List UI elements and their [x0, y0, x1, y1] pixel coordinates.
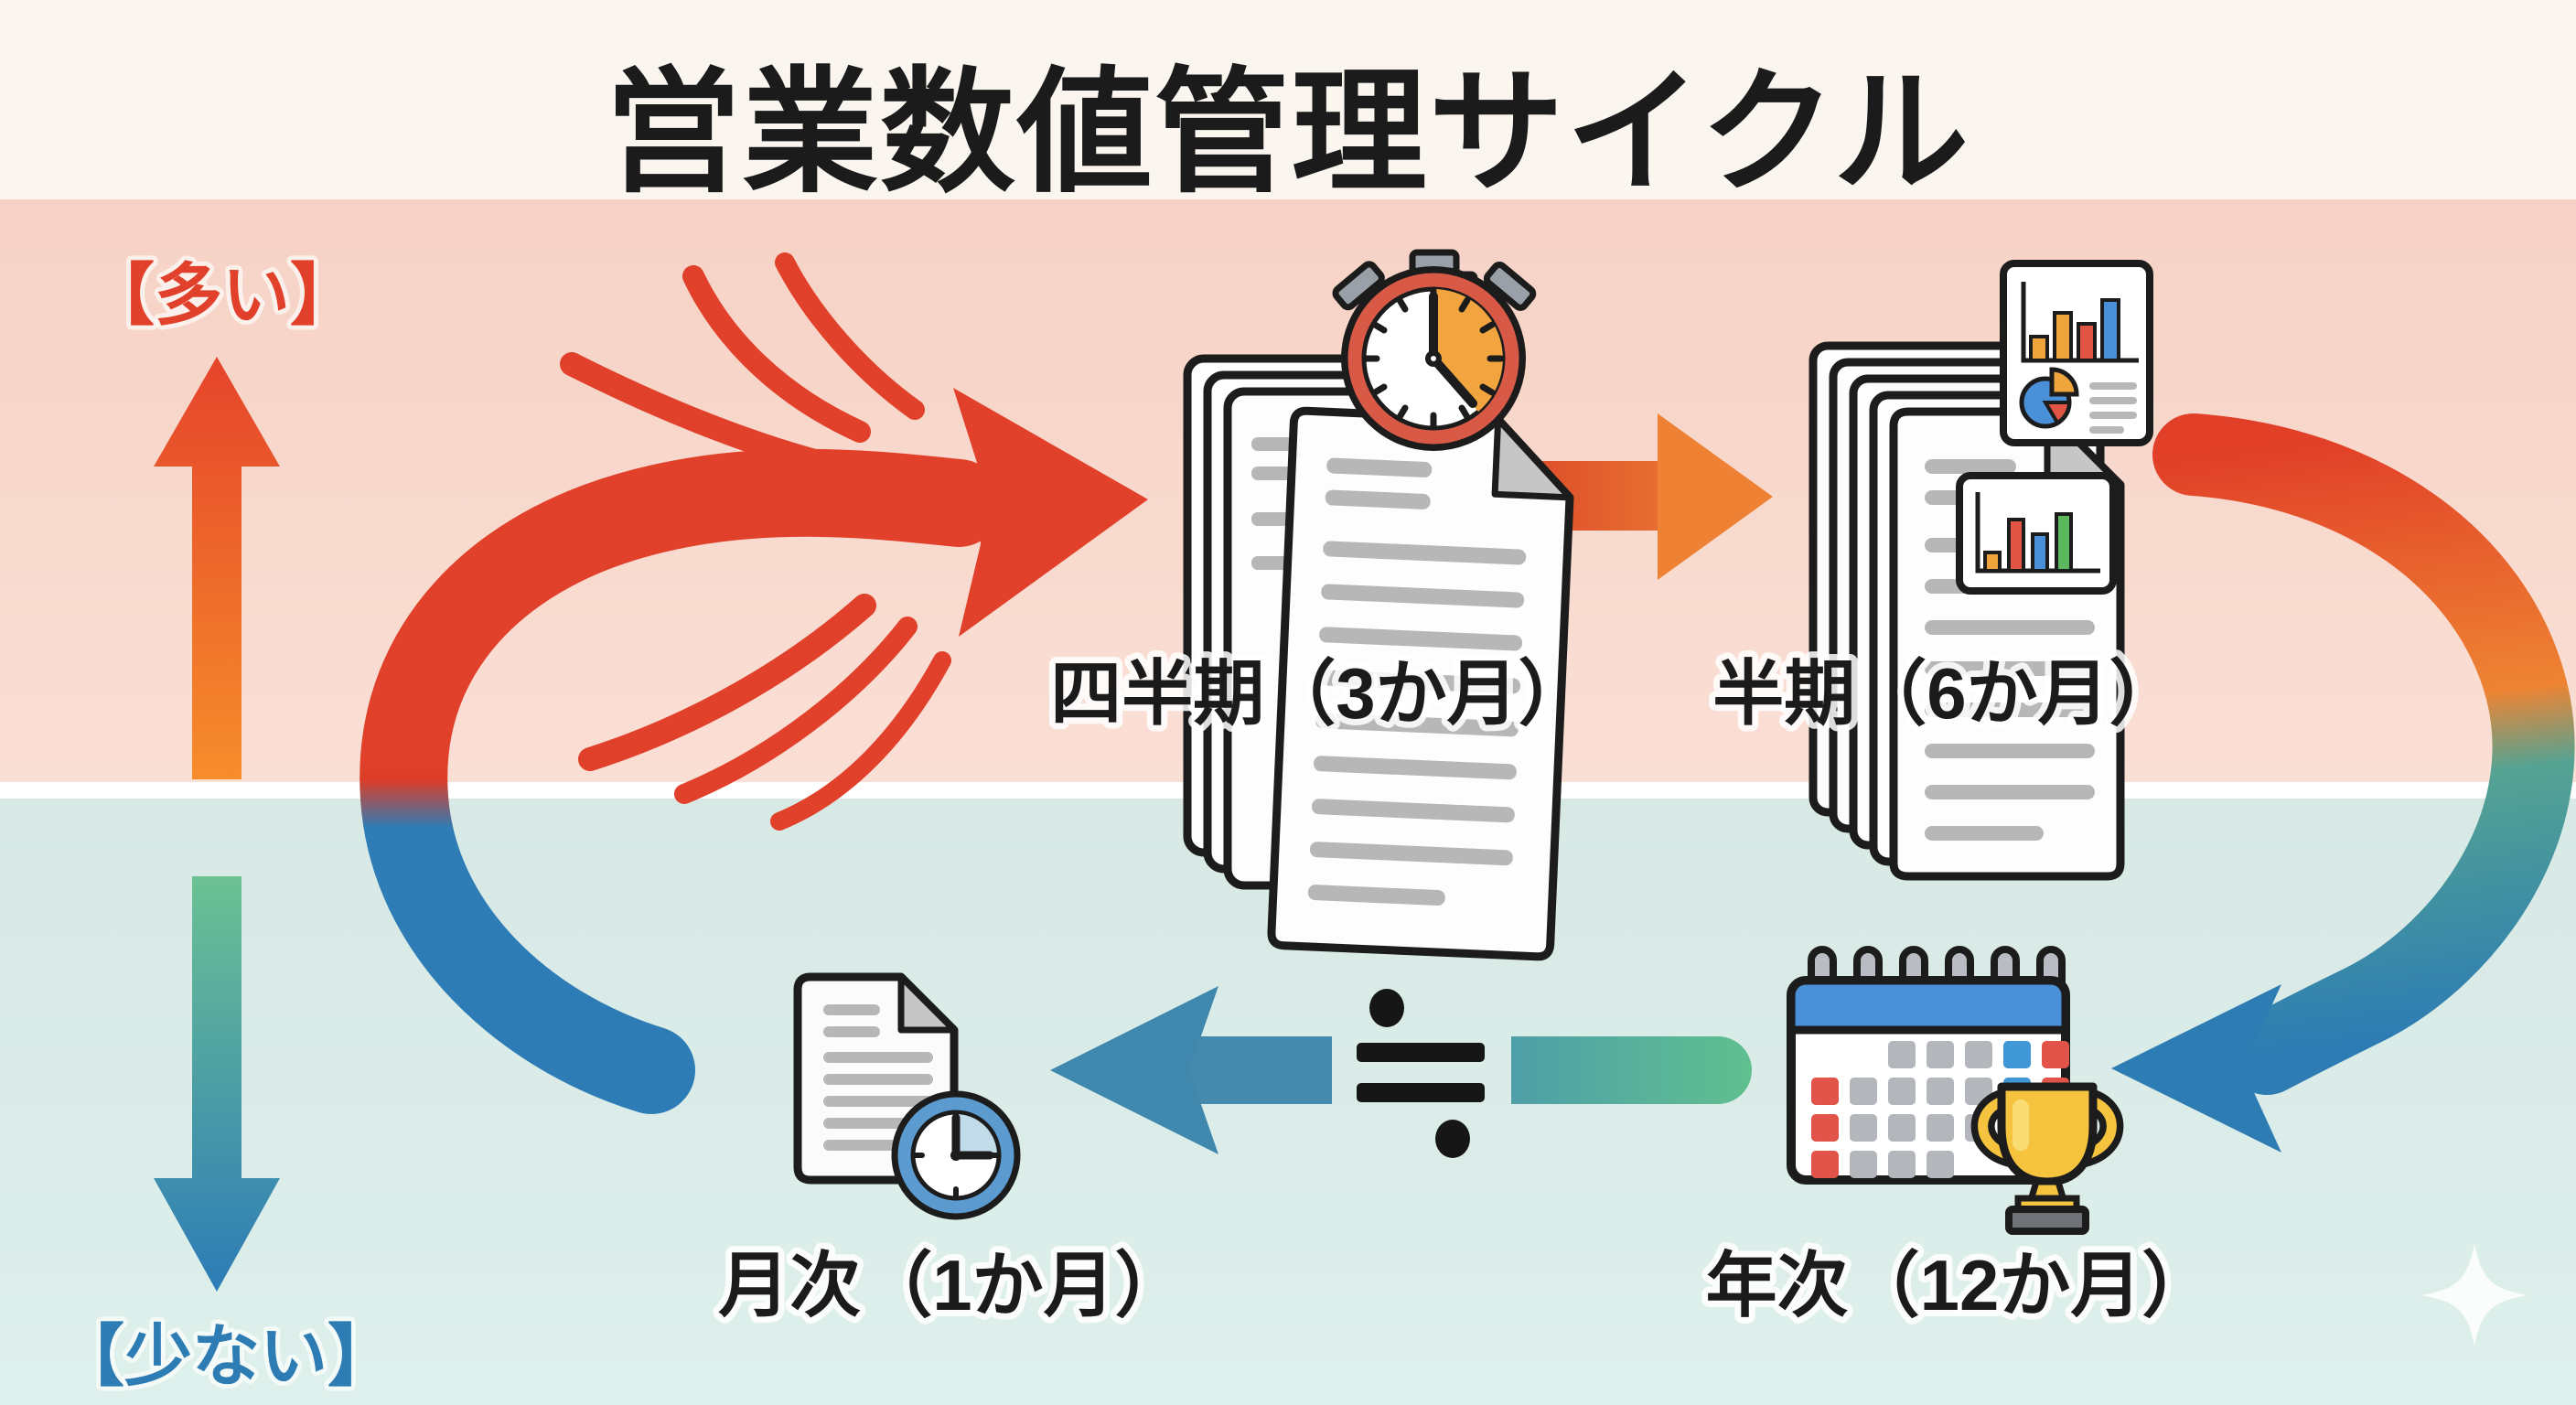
report-bar-chart-icon	[1956, 472, 2117, 595]
up-arrow-icon	[154, 357, 280, 779]
trophy-icon	[1970, 1082, 2124, 1235]
curve-body	[2152, 413, 2575, 1095]
teal-body	[1511, 1036, 1752, 1104]
title-band	[0, 0, 2576, 199]
down-arrow-icon	[154, 876, 280, 1292]
swoosh-arrowhead	[953, 388, 1148, 637]
stage-half-year: 半期（6か月）	[1706, 260, 2187, 881]
arrow-half-year-to-annual	[2111, 413, 2575, 1153]
stage-quarterly: 四半期（3か月）	[1044, 249, 1596, 961]
stage-annual: 年次（12か月）	[1700, 946, 2219, 1332]
blue-body	[1187, 1036, 1332, 1104]
low-frequency-label: 【少ない】	[57, 1318, 395, 1394]
arrow-annual-to-monthly	[1050, 986, 1752, 1158]
documents-stack-icon	[1183, 354, 1574, 961]
divide-symbol	[1357, 989, 1485, 1158]
clock-icon	[891, 1090, 1021, 1220]
stage-label-annual: 年次（12か月）	[1706, 1245, 2214, 1325]
curve-arrowhead	[2111, 984, 2281, 1153]
cycle-arrow-monthly-to-quarterly	[360, 252, 1148, 1114]
frequency-axis: 【多い】 【少ない】	[52, 252, 400, 1399]
stage-label-monthly: 月次（1か月）	[718, 1245, 1186, 1325]
arrow-head	[1050, 986, 1218, 1154]
stopwatch-icon	[1332, 249, 1537, 451]
stage-label-quarterly: 四半期（3か月）	[1050, 653, 1589, 734]
swoosh-speed-lines	[560, 252, 951, 831]
stage-monthly: 月次（1か月）	[712, 972, 1193, 1332]
sparkle-icon	[2421, 1244, 2528, 1346]
report-bar-pie-icon	[2000, 260, 2153, 446]
stage-label-half-year: 半期（6か月）	[1712, 653, 2180, 734]
page-title: 営業数値管理サイクル	[606, 58, 1971, 209]
high-frequency-label: 【多い】	[87, 257, 358, 333]
swoosh-tail	[360, 448, 1003, 1114]
arrow-head	[1658, 413, 1773, 580]
